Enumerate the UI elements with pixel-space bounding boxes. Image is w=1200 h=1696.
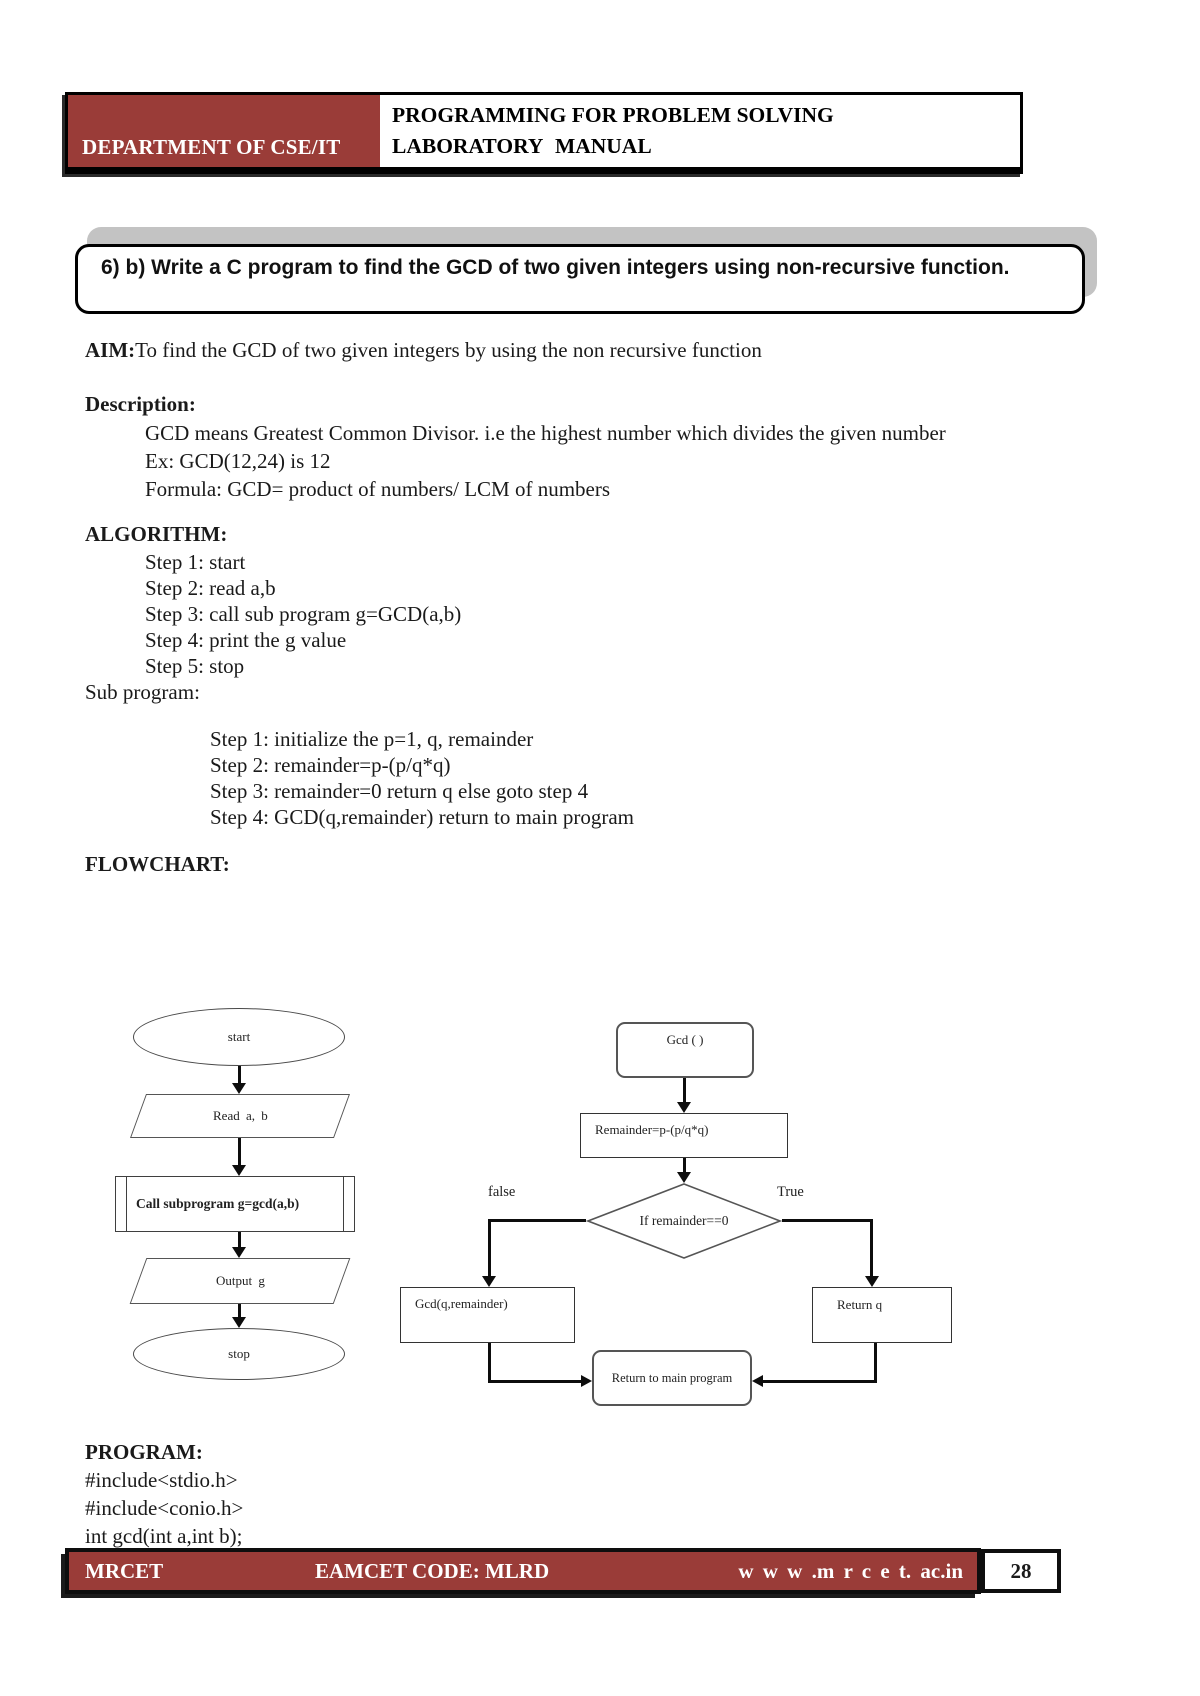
program-heading: PROGRAM: — [85, 1440, 203, 1464]
flow-line — [488, 1219, 586, 1222]
question-box-wrap: 6) b) Write a C program to find the GCD … — [75, 227, 1097, 314]
flow-gcd-entry-box: Gcd ( ) — [616, 1022, 754, 1078]
flow-line — [238, 1232, 241, 1248]
algorithm-step: Step 4: print the g value — [145, 628, 347, 652]
manual-title-line1: PROGRAMMING FOR PROBLEM SOLVING — [392, 102, 834, 127]
flow-start-label: start — [227, 1029, 251, 1044]
flow-remainder-label: Remainder=p-(p/q*q) — [595, 1122, 709, 1137]
flow-gcd-recurse-box: Gcd(q,remainder) — [400, 1287, 575, 1343]
flow-line — [874, 1343, 877, 1383]
department-label: DEPARTMENT OF CSE/IT — [82, 135, 341, 159]
flow-line — [488, 1380, 582, 1383]
flow-line — [683, 1078, 686, 1103]
subprogram-step: Step 1: initialize the p=1, q, remainder — [210, 727, 534, 751]
program-code-line: #include<stdio.h> — [85, 1468, 238, 1492]
flow-call-subprogram-box: Call subprogram g=gcd(a,b) — [115, 1176, 355, 1232]
flow-start-terminator: start — [133, 1008, 345, 1066]
flow-false-label: false — [488, 1184, 516, 1200]
flow-output-label: Output g — [215, 1273, 265, 1288]
flow-stop-label: stop — [228, 1346, 250, 1361]
description-line: Formula: GCD= product of numbers/ LCM of… — [145, 477, 611, 501]
footer-eamcet-code: EAMCET CODE: MLRD — [315, 1558, 550, 1583]
header-band: DEPARTMENT OF CSE/IT PROGRAMMING FOR PRO… — [65, 92, 1023, 174]
page-number: 28 — [1010, 1558, 1032, 1583]
flow-gcd-entry-label: Gcd ( ) — [666, 1032, 704, 1047]
algorithm-step: Step 3: call sub program g=GCD(a,b) — [145, 602, 462, 626]
flow-read-label: Read a, b — [212, 1108, 268, 1123]
algorithm-step: Step 1: start — [145, 550, 246, 574]
flow-arrowhead — [677, 1172, 691, 1183]
department-cell: DEPARTMENT OF CSE/IT — [68, 95, 380, 167]
flow-line — [870, 1219, 873, 1277]
algorithm-step: Step 5: stop — [145, 654, 245, 678]
flow-line — [488, 1219, 491, 1277]
flow-line — [238, 1138, 241, 1166]
program-code-line: #include<conio.h> — [85, 1496, 244, 1520]
footer-college-code: MRCET — [85, 1558, 164, 1583]
flow-line — [763, 1380, 877, 1383]
flow-line — [683, 1158, 686, 1173]
footer-website: w w w .m r c e t. ac.in — [738, 1558, 963, 1583]
flow-true-label: True — [777, 1184, 804, 1200]
flow-arrowhead — [232, 1317, 246, 1328]
flow-return-q-label: Return q — [837, 1297, 883, 1312]
description-line: GCD means Greatest Common Divisor. i.e t… — [145, 421, 946, 445]
aim-label: AIM: — [85, 338, 136, 362]
aim-line: AIM:To find the GCD of two given integer… — [85, 338, 762, 363]
subprogram-step: Step 2: remainder=p-(p/q*q) — [210, 753, 451, 777]
algorithm-heading: ALGORITHM: — [85, 522, 228, 546]
flow-arrowhead — [232, 1083, 246, 1094]
description-line: Ex: GCD(12,24) is 12 — [145, 449, 331, 473]
subprogram-step: Step 4: GCD(q,remainder) return to main … — [210, 805, 634, 829]
flow-return-main-label: Return to main program — [611, 1370, 733, 1385]
flow-gcd-recurse-label: Gcd(q,remainder) — [415, 1296, 508, 1311]
flow-call-label: Call subprogram g=gcd(a,b) — [136, 1196, 300, 1211]
flow-output-parallelogram: Output g — [129, 1258, 351, 1304]
flow-arrowhead — [482, 1276, 496, 1287]
algorithm-step: Step 2: read a,b — [145, 576, 276, 600]
flow-stop-terminator: stop — [133, 1328, 345, 1380]
question-text: 6) b) Write a C program to find the GCD … — [101, 256, 1010, 279]
flow-arrowhead — [865, 1276, 879, 1287]
page-number-box: 28 — [981, 1549, 1061, 1593]
flow-decision-diamond: If remainder==0 — [586, 1183, 782, 1259]
flow-return-q-box: Return q — [812, 1287, 952, 1343]
subprogram-step: Step 3: remainder=0 return q else goto s… — [210, 779, 589, 803]
flow-return-main-box: Return to main program — [592, 1350, 752, 1406]
flow-decision-label: If remainder==0 — [639, 1213, 729, 1228]
program-code-line: int gcd(int a,int b); — [85, 1524, 243, 1548]
flow-remainder-box: Remainder=p-(p/q*q) — [580, 1113, 788, 1158]
footer-band: MRCET EAMCET CODE: MLRD w w w .m r c e t… — [65, 1548, 981, 1594]
flow-line — [488, 1343, 491, 1383]
manual-title-cell: PROGRAMMING FOR PROBLEM SOLVING LABORATO… — [380, 95, 1020, 167]
flow-line — [238, 1304, 241, 1318]
flow-arrowhead — [752, 1375, 763, 1387]
aim-text: To find the GCD of two given integers by… — [135, 338, 762, 362]
flow-arrowhead — [232, 1247, 246, 1258]
question-box: 6) b) Write a C program to find the GCD … — [75, 244, 1085, 314]
subprogram-label: Sub program: — [85, 680, 200, 704]
flow-arrowhead — [581, 1375, 592, 1387]
flow-line — [238, 1066, 241, 1084]
flow-arrowhead — [232, 1165, 246, 1176]
flow-line — [782, 1219, 873, 1222]
description-heading: Description: — [85, 392, 196, 416]
flow-arrowhead — [677, 1102, 691, 1113]
manual-title-line2: LABORATORY MANUAL — [392, 134, 652, 158]
flow-read-parallelogram: Read a, b — [129, 1094, 351, 1138]
flowchart-heading: FLOWCHART: — [85, 852, 230, 876]
